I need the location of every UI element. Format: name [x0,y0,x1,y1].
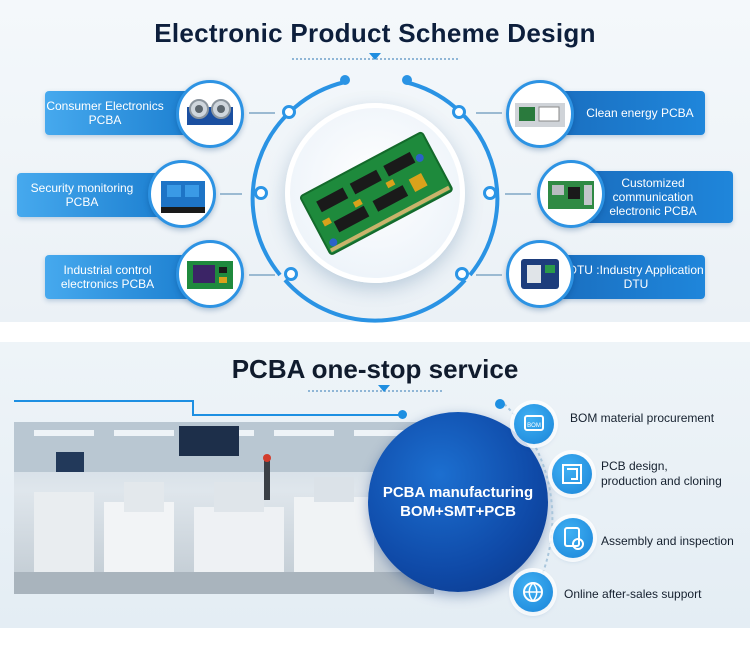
pill-label: Consumer Electronics PCBA [46,99,164,127]
svg-text:BOM: BOM [527,423,541,429]
pill-label: Clean energy PCBA [586,106,694,120]
pill-dtu: DTU :Industry Application DTU [555,255,705,299]
pill-industrial-control: Industrial control electronics PCBA [45,255,195,299]
pill-security-monitoring: Security monitoring PCBA [17,173,167,217]
pill-label: Industrial control electronics PCBA [60,263,155,291]
title-arrow-icon [378,385,390,392]
scheme-design-title: Electronic Product Scheme Design [154,18,596,48]
one-stop-service-title: PCBA one-stop service [231,354,519,384]
pill-clean-energy: Clean energy PCBA [555,91,705,135]
service-pcb-design-line2: production and cloning [601,474,722,488]
ring-node [452,105,466,119]
pill-label: Security monitoring PCBA [30,181,134,209]
title-arrow-icon [369,53,381,60]
factory-image [14,422,434,594]
services-arc [495,399,554,601]
connector-line [505,193,531,195]
bom-icon: BOM [514,404,554,444]
title-dotted-line [308,390,442,392]
connector-line [220,193,242,195]
ultrasonic-sensor-icon [176,80,244,148]
one-stop-service-section: PCBA one-stop service [0,342,750,628]
ring-node [483,186,497,200]
connector-line [249,274,275,276]
pill-label: Customized communication electronic PCBA [609,176,697,218]
pcb-board-icon [299,131,453,255]
raspberry-board-icon [537,160,605,228]
service-assembly-label: Assembly and inspection [601,534,734,548]
control-board-icon [176,240,244,308]
center-pcb-disc [285,103,465,283]
globe-support-icon [513,572,553,612]
service-support-label: Online after-sales support [564,587,702,601]
pcb-design-icon [552,454,592,494]
ring-node [282,105,296,119]
connector-line [476,274,502,276]
pill-label: DTU :Industry Application DTU [568,263,704,291]
connector-line [476,112,502,114]
deco-line [192,400,194,414]
service-pcb-design-label: PCB design, production and cloning [601,459,722,489]
pcba-manufacturing-hub: PCBA manufacturing BOM+SMT+PCB [368,412,548,592]
service-pcb-design-line1: PCB design, [601,459,668,473]
ring-node [254,186,268,200]
energy-board-icon [506,80,574,148]
pill-consumer-electronics: Consumer Electronics PCBA [45,91,195,135]
relay-module-icon [148,160,216,228]
connector-line [249,112,275,114]
scheme-design-section: Electronic Product Scheme Design [0,0,750,323]
hub-line1: PCBA manufacturing [382,484,534,501]
pill-custom-communication: Customized communication electronic PCBA [585,171,733,223]
dtu-device-icon [506,240,574,308]
service-bom-label: BOM material procurement [570,411,715,425]
hub-line2: BOM+SMT+PCB [400,503,516,520]
inspection-icon [553,518,593,558]
ring-node [284,267,298,281]
deco-node [398,410,407,419]
scheme-ring [245,70,505,330]
ring-node [455,267,469,281]
deco-line [14,400,194,402]
deco-line [192,414,402,416]
